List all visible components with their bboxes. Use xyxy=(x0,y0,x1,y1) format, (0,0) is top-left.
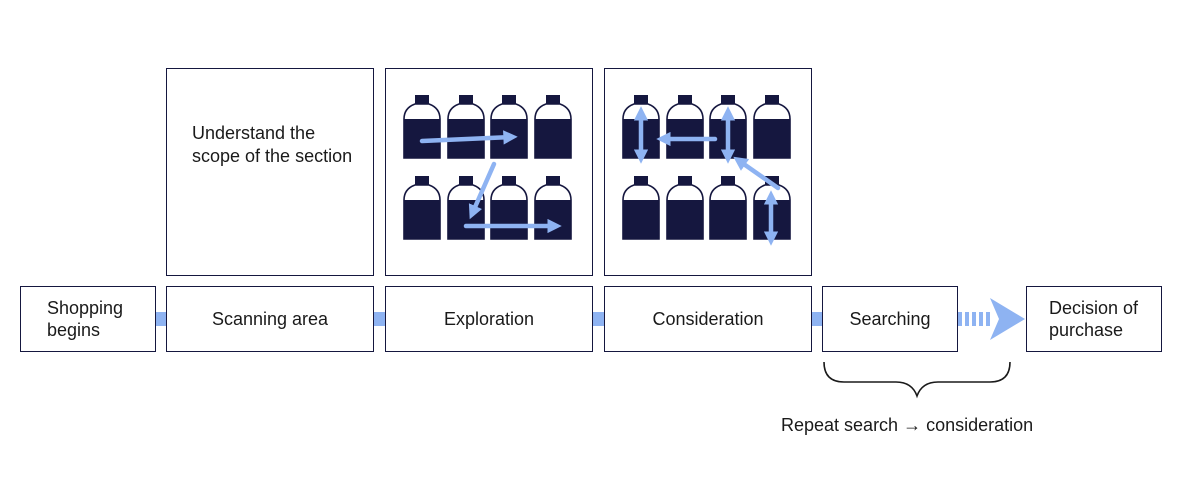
connector-2 xyxy=(373,312,386,326)
repeat-note: Repeat search → consideration xyxy=(781,415,1034,435)
exploration-path-arrows xyxy=(419,130,562,234)
bottle-icon xyxy=(490,176,528,240)
stage-label: Decision of purchase xyxy=(1049,298,1139,340)
stage-shopping-begins: Shopping begins xyxy=(20,286,156,352)
connector-4 xyxy=(811,312,823,326)
bottle-icon xyxy=(753,95,791,159)
bottle-icon xyxy=(666,176,704,240)
stage-label: Searching xyxy=(849,309,931,329)
stage-decision-of-purchase: Decision of purchase xyxy=(1026,286,1162,352)
scanning-description: Understand the scope of the section xyxy=(192,123,353,166)
connector-1 xyxy=(155,312,167,326)
bottle-icon xyxy=(534,95,572,159)
stage-searching: Searching xyxy=(822,286,958,352)
bottle-icon xyxy=(709,176,747,240)
stage-label: Scanning area xyxy=(211,309,329,329)
exploration-bottles xyxy=(403,95,572,240)
bottle-icon xyxy=(447,176,485,240)
repeat-brace xyxy=(823,361,1011,399)
bottle-icon xyxy=(622,176,660,240)
stage-label: Shopping begins xyxy=(47,298,124,340)
stage-exploration: Exploration xyxy=(385,286,593,352)
bottle-icon xyxy=(403,176,441,240)
stage-label: Exploration xyxy=(443,309,535,329)
striped-arrow-to-decision xyxy=(958,298,1025,340)
consideration-path-arrows xyxy=(633,106,781,246)
arrow-diagonal-up xyxy=(733,156,781,191)
bottle-icon xyxy=(490,95,528,159)
arrow-right-top xyxy=(419,130,518,145)
scanning-panel: Understand the scope of the section xyxy=(166,68,374,276)
consideration-bottles xyxy=(622,95,791,240)
connector-3 xyxy=(592,312,605,326)
stage-scanning-area: Scanning area xyxy=(166,286,374,352)
arrow-diagonal-down xyxy=(468,161,497,220)
bottle-icon xyxy=(666,95,704,159)
bottle-icon xyxy=(447,95,485,159)
stage-label: Consideration xyxy=(652,309,764,329)
bottle-icon xyxy=(403,95,441,159)
bottle-icon xyxy=(534,176,572,240)
stage-consideration: Consideration xyxy=(604,286,812,352)
